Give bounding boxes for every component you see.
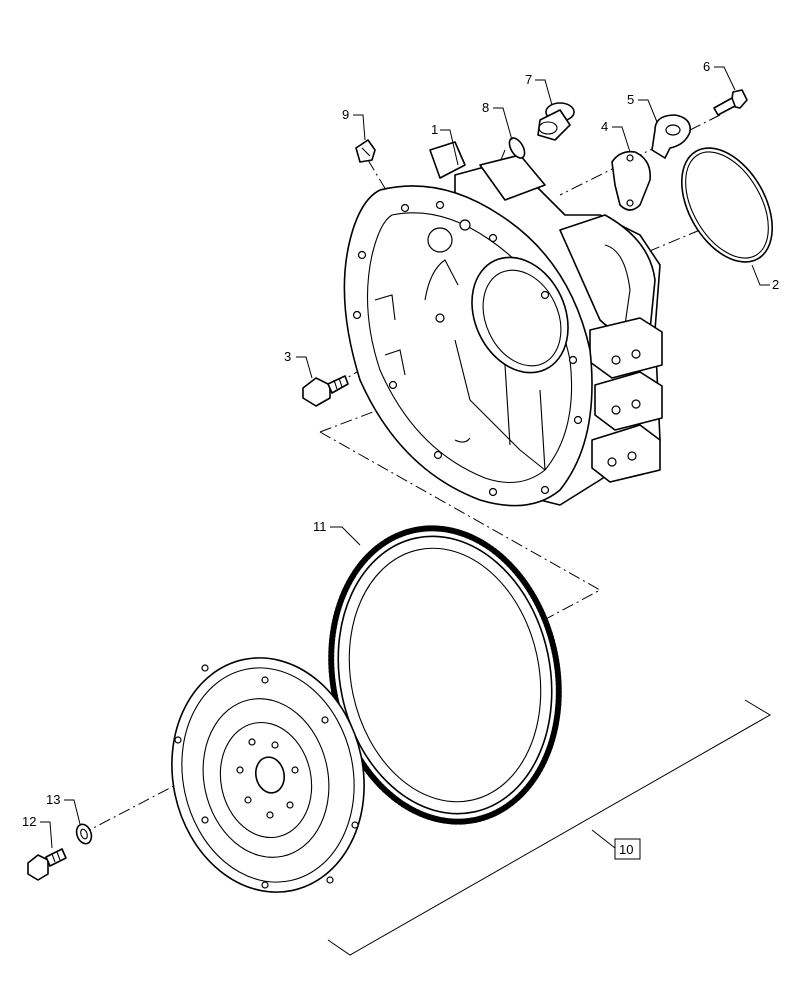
fitting (355, 139, 376, 163)
flywheel-bolt (27, 848, 67, 881)
callout-3: 3 (284, 349, 291, 364)
leader-lines (40, 66, 770, 849)
callout-2: 2 (772, 277, 779, 292)
plug (537, 102, 575, 141)
bracket-bolt (713, 89, 748, 116)
assembly-bracket-10 (327, 699, 771, 956)
cover-plate (611, 150, 652, 211)
callout-13: 13 (46, 792, 60, 807)
housing-bolt (302, 375, 349, 407)
flywheel-housing (343, 141, 663, 507)
plug-o-ring (508, 137, 526, 159)
callout-1: 1 (431, 122, 438, 137)
callout-10: 10 (619, 842, 633, 857)
callout-labels: 1 2 3 4 5 6 7 8 9 10 11 12 13 (22, 59, 779, 857)
callout-5: 5 (627, 92, 634, 107)
callout-12: 12 (22, 814, 36, 829)
callout-10-box (614, 838, 641, 860)
flywheel (171, 657, 365, 893)
callout-11: 11 (313, 519, 327, 534)
callout-7: 7 (525, 72, 532, 87)
bracket (651, 114, 692, 159)
callout-6: 6 (703, 59, 710, 74)
callout-9: 9 (342, 107, 349, 122)
washer (75, 823, 93, 845)
callout-4: 4 (601, 119, 608, 134)
ring-gear (328, 525, 562, 825)
o-ring (680, 147, 774, 263)
callout-8: 8 (482, 100, 489, 115)
